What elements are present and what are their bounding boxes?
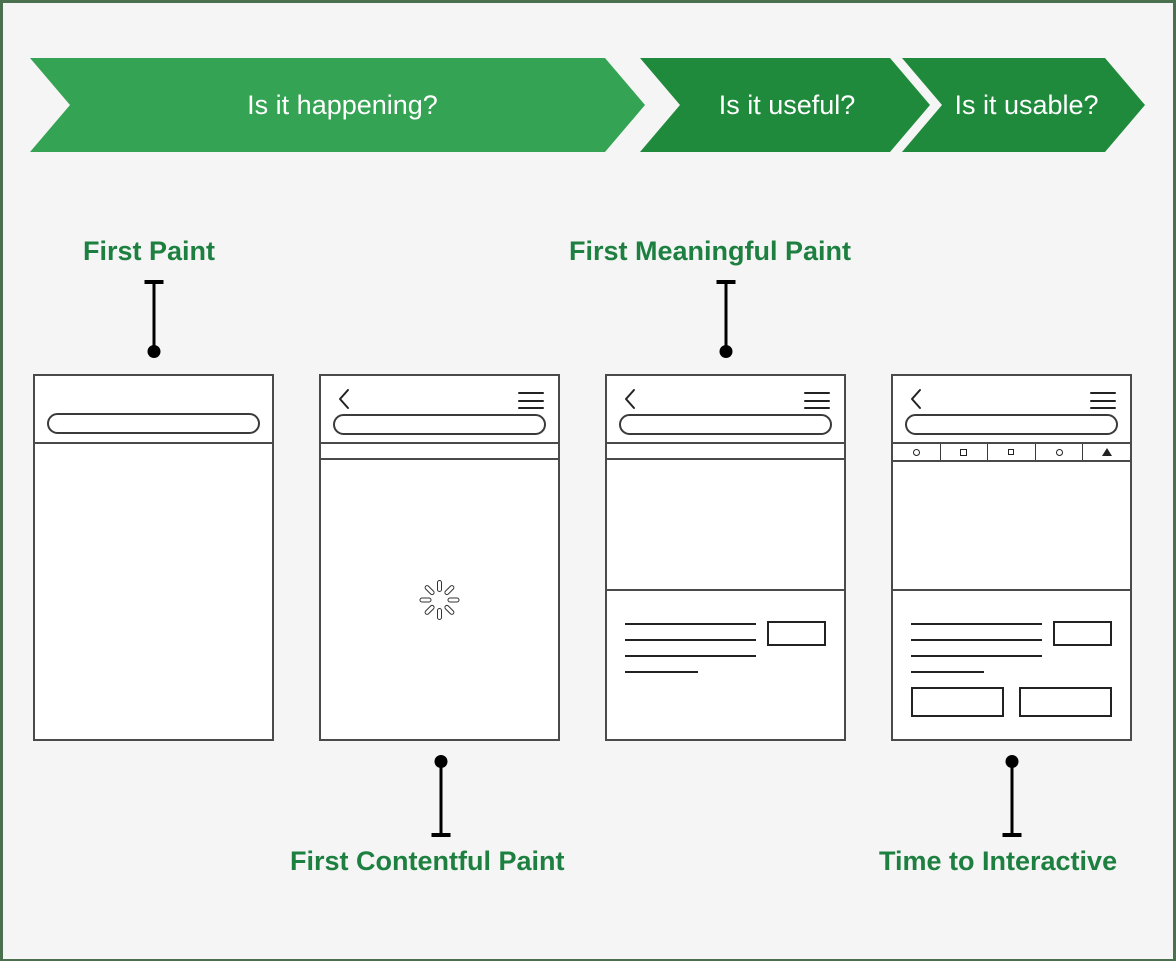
phone-mockup-first-contentful-paint xyxy=(319,374,560,741)
connector-cap xyxy=(716,280,736,284)
url-bar[interactable] xyxy=(333,414,546,435)
metric-label-time-to-interactive: Time to Interactive xyxy=(879,846,1118,876)
image-placeholder xyxy=(1053,621,1112,646)
toolbar-item-1[interactable] xyxy=(893,444,941,460)
circle-icon xyxy=(1055,448,1063,456)
connector-stem xyxy=(152,283,156,349)
connector-first-contentful-paint xyxy=(429,755,453,837)
hamburger-menu-icon[interactable] xyxy=(1090,392,1116,409)
image-placeholder xyxy=(767,621,826,646)
phase-chevron-label: Is it useful? xyxy=(718,89,856,120)
connector-cap xyxy=(1002,833,1022,837)
phase-chevron-is-it-usable: Is it usable? xyxy=(902,58,1145,152)
connector-dot xyxy=(1005,755,1019,768)
phase-chevron-label: Is it happening? xyxy=(247,89,438,120)
hero-content-area xyxy=(893,462,1130,591)
phase-chevron-is-it-happening: Is it happening? xyxy=(30,58,645,152)
action-button-right[interactable] xyxy=(1019,687,1112,717)
metric-label-first-meaningful-paint: First Meaningful Paint xyxy=(569,236,852,266)
loading-content-area xyxy=(321,460,558,739)
connector-stem xyxy=(439,764,443,834)
action-button-left[interactable] xyxy=(911,687,1004,717)
blank-content-area xyxy=(35,444,272,739)
text-line xyxy=(625,655,756,657)
article-content-area xyxy=(893,591,1130,739)
text-line xyxy=(911,639,1042,641)
browser-chrome xyxy=(893,376,1130,444)
browser-chrome xyxy=(321,376,558,444)
phone-mockup-first-meaningful-paint xyxy=(605,374,846,741)
article-content-area xyxy=(607,591,844,739)
text-placeholder-block xyxy=(625,623,756,687)
phase-chevron-is-it-useful: Is it useful? xyxy=(640,58,930,152)
progress-strip xyxy=(607,444,844,460)
back-chevron-icon[interactable] xyxy=(623,388,637,410)
phone-mockup-first-paint xyxy=(33,374,274,741)
toolbar-item-5[interactable] xyxy=(1083,444,1130,460)
text-placeholder-block xyxy=(911,623,1042,687)
browser-chrome xyxy=(607,376,844,444)
connector-cap xyxy=(144,280,164,284)
url-bar[interactable] xyxy=(619,414,832,435)
page-viewport xyxy=(321,460,558,739)
connector-cap xyxy=(431,833,451,837)
connector-first-meaningful-paint xyxy=(714,280,738,358)
connector-stem xyxy=(1010,764,1014,834)
connector-stem xyxy=(724,283,728,349)
metric-label-first-paint: First Paint xyxy=(83,236,216,266)
page-viewport xyxy=(893,462,1130,739)
hero-content-area xyxy=(607,460,844,591)
square-small-icon xyxy=(1008,449,1015,455)
connector-dot xyxy=(147,345,161,358)
progress-strip xyxy=(321,444,558,460)
action-button-row xyxy=(911,687,1112,717)
phase-banner: Is it happening? Is it useful? Is it usa… xyxy=(30,58,1145,152)
phase-chevron-label: Is it usable? xyxy=(954,89,1099,120)
back-chevron-icon[interactable] xyxy=(909,388,923,410)
triangle-icon xyxy=(1101,448,1112,456)
back-chevron-icon[interactable] xyxy=(337,388,351,410)
square-icon xyxy=(960,448,968,456)
text-line xyxy=(911,671,985,673)
browser-chrome xyxy=(35,376,272,444)
connector-dot xyxy=(434,755,448,768)
text-line xyxy=(625,671,699,673)
text-line xyxy=(625,623,756,625)
hamburger-menu-icon[interactable] xyxy=(518,392,544,409)
hamburger-menu-icon[interactable] xyxy=(804,392,830,409)
metric-label-first-contentful-paint: First Contentful Paint xyxy=(290,846,565,876)
url-bar[interactable] xyxy=(905,414,1118,435)
text-line xyxy=(911,623,1042,625)
page-viewport xyxy=(35,444,272,739)
connector-first-paint xyxy=(142,280,166,358)
toolbar-item-4[interactable] xyxy=(1036,444,1084,460)
url-bar[interactable] xyxy=(47,413,260,434)
icon-toolbar xyxy=(893,444,1130,462)
circle-icon xyxy=(912,448,920,456)
phone-mockup-time-to-interactive xyxy=(891,374,1132,741)
toolbar-item-2[interactable] xyxy=(941,444,989,460)
text-line xyxy=(625,639,756,641)
text-line xyxy=(911,655,1042,657)
loading-spinner-icon xyxy=(418,578,462,622)
page-viewport xyxy=(607,460,844,739)
connector-dot xyxy=(719,345,733,358)
connector-time-to-interactive xyxy=(1000,755,1024,837)
toolbar-item-3[interactable] xyxy=(988,444,1036,460)
